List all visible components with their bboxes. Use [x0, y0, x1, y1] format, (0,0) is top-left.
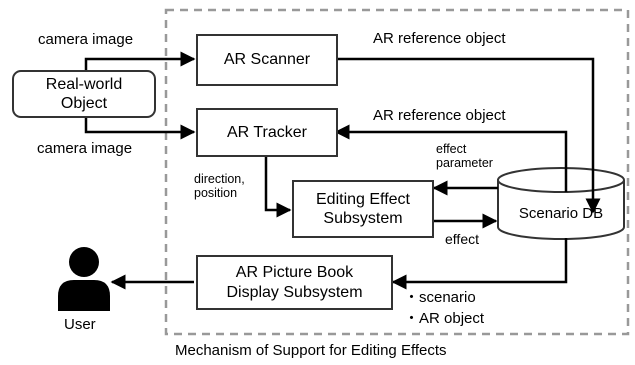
user-label: User — [64, 316, 96, 333]
ar-scanner-box: AR Scanner — [196, 34, 338, 86]
camera-image-bottom-label: camera image — [37, 140, 133, 157]
ar-reference-object-top-label: AR reference object — [373, 30, 506, 47]
ar-reference-object-mid-label: AR reference object — [373, 107, 506, 124]
scenario-db-cylinder — [497, 167, 625, 240]
arrow-tracker-to-editing — [264, 155, 292, 218]
arrow-db-to-tracker — [334, 124, 568, 192]
real-world-object-box: Real-world Object — [12, 70, 156, 118]
display-subsystem-box: AR Picture Book Display Subsystem — [196, 255, 393, 310]
editing-effect-label: Editing Effect Subsystem — [316, 190, 410, 227]
real-world-object-label: Real-world Object — [45, 75, 123, 112]
ar-scanner-label: AR Scanner — [223, 51, 311, 69]
boundary-caption: Mechanism of Support for Editing Effects — [175, 342, 447, 359]
ar-tracker-label: AR Tracker — [226, 123, 307, 141]
camera-image-top-label: camera image — [38, 31, 134, 48]
scenario-label: ・scenario — [404, 289, 476, 306]
display-subsystem-label: AR Picture Book Display Subsystem — [226, 264, 363, 301]
effect-label: effect — [445, 231, 479, 247]
scenario-db-label: Scenario DB — [518, 205, 604, 222]
direction-position-label: direction, position — [194, 172, 245, 201]
arrow-camera-to-tracker — [84, 115, 196, 140]
mechanism-boundary — [164, 8, 630, 336]
person-icon — [58, 247, 110, 311]
arrow-scanner-to-db — [336, 57, 601, 214]
arrow-camera-to-scanner — [84, 51, 196, 72]
effect-parameter-label: effect parameter — [436, 142, 493, 171]
editing-effect-box: Editing Effect Subsystem — [292, 180, 434, 238]
ar-tracker-box: AR Tracker — [196, 108, 338, 157]
ar-object-label: ・AR object — [404, 310, 485, 327]
arrow-db-to-display — [391, 238, 568, 290]
